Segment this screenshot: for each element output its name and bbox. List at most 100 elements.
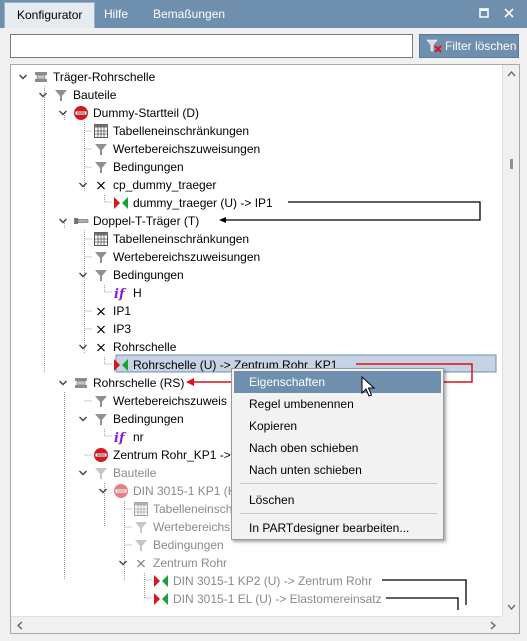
tree-row-label: Bedingungen — [113, 268, 184, 282]
tree-row-label: DIN 3015-1 EL (U) -> Elastomereinsatz — [173, 592, 382, 606]
scrollbar-arrows — [507, 71, 516, 610]
tree-spacer — [77, 230, 89, 248]
tree-row-label: Wertebereichszuweis — [113, 394, 227, 408]
tree-row-label: DIN 3015-1 KP1 (K — [133, 484, 236, 498]
beam-icon — [73, 213, 89, 229]
tree-lines — [44, 86, 497, 610]
tree-spacer — [77, 320, 89, 338]
chevron-down-icon[interactable] — [77, 338, 89, 356]
chevron-down-icon[interactable] — [57, 212, 69, 230]
funnel-icon — [93, 465, 109, 481]
chevron-down-icon[interactable] — [57, 104, 69, 122]
assembly-icon — [33, 69, 49, 85]
tree-row-label: Bedingungen — [113, 160, 184, 174]
tree-spacer — [77, 140, 89, 158]
restore-icon[interactable] — [477, 6, 491, 20]
table-icon — [93, 123, 109, 139]
chevron-down-icon[interactable] — [57, 374, 69, 392]
tree-spacer — [117, 518, 129, 536]
menu-item-nach-unten[interactable]: Nach unten schieben — [249, 463, 362, 477]
connection-icon — [153, 573, 169, 589]
tab-hilfe[interactable]: Hilfe — [104, 7, 129, 21]
search-input[interactable] — [10, 34, 413, 58]
tree-row-label: Bauteile — [113, 466, 157, 480]
cross-icon — [93, 321, 109, 337]
tab-bemassungen[interactable]: Bemaßungen — [153, 7, 226, 21]
if-icon: if — [113, 429, 129, 445]
tree-spacer — [117, 536, 129, 554]
tree-row-label: cp_dummy_traeger — [113, 178, 217, 192]
menu-item-partdesigner[interactable]: In PARTdesigner bearbeiten... — [249, 521, 410, 535]
chevron-down-icon[interactable] — [77, 266, 89, 284]
tree-row-label: Bedingungen — [113, 412, 184, 426]
mouse-cursor-icon — [361, 376, 376, 397]
part-red-icon — [113, 483, 129, 499]
horizontal-scrollbar[interactable] — [11, 616, 502, 633]
chevron-down-icon[interactable] — [97, 482, 109, 500]
tree-row-label: H — [133, 286, 142, 300]
chevron-down-icon[interactable] — [17, 68, 29, 86]
tree-spacer — [77, 392, 89, 410]
tree-spacer — [137, 572, 149, 590]
funnel-icon — [133, 537, 149, 553]
tree-row-label: nr — [133, 430, 144, 444]
tree-row-label: Träger-Rohrschelle — [53, 70, 156, 84]
chevron-down-icon[interactable] — [77, 410, 89, 428]
funnel-icon — [93, 267, 109, 283]
tree-row-label: Zentrum Rohr — [153, 556, 228, 570]
filter-clear-button[interactable]: Filter löschen — [419, 34, 519, 58]
tree-row-label: Wertebereichszuweisungen — [113, 142, 261, 156]
funnel-icon — [93, 141, 109, 157]
menu-item-regel-umbenennen[interactable]: Regel umbenennen — [249, 397, 354, 411]
tree-row-label: IP3 — [113, 322, 132, 336]
if-icon: if — [113, 285, 129, 301]
chevron-down-icon[interactable] — [77, 464, 89, 482]
tree-spacer — [97, 284, 109, 302]
tree-row-label: dummy_traeger (U) -> IP1 — [133, 196, 273, 210]
tree-spacer — [77, 122, 89, 140]
cross-icon — [93, 339, 109, 355]
part-red-icon — [93, 447, 109, 463]
connection-icon — [113, 195, 129, 211]
menu-item-kopieren[interactable]: Kopieren — [249, 419, 298, 433]
tree-spacer — [77, 302, 89, 320]
funnel-icon — [93, 249, 109, 265]
tree-spacer — [77, 248, 89, 266]
tree-row-label: DIN 3015-1 KP2 (U) -> Zentrum Rohr — [173, 574, 373, 588]
close-icon[interactable] — [502, 6, 516, 20]
menu-item-nach-oben[interactable]: Nach oben schieben — [249, 441, 359, 455]
tree-row-label: Dummy-Startteil (D) — [93, 106, 200, 120]
menu-separator — [240, 483, 437, 484]
tree-row-label: Bedingungen — [153, 538, 224, 552]
menu-separator — [240, 513, 437, 514]
menu-item-loeschen[interactable]: Löschen — [249, 493, 295, 507]
cross-icon — [93, 177, 109, 193]
context-menu: Eigenschaften Regel umbenennen Kopieren … — [231, 368, 444, 540]
tree-row-label: IP1 — [113, 304, 132, 318]
tree-row-label: Wertebereichszuweisungen — [113, 250, 261, 264]
title-bar: Konfigurator Hilfe Bemaßungen — [0, 0, 527, 28]
tree-row-label: Doppel-T-Träger (T) — [93, 214, 200, 228]
chevron-down-icon[interactable] — [37, 86, 49, 104]
menu-item-eigenschaften[interactable]: Eigenschaften — [234, 371, 441, 393]
svg-text:if: if — [114, 287, 127, 301]
chevron-down-icon[interactable] — [77, 176, 89, 194]
assembly-icon — [73, 375, 89, 391]
connection-icon — [153, 591, 169, 607]
funnel-icon — [93, 159, 109, 175]
tree-spacer — [97, 194, 109, 212]
table-icon — [93, 231, 109, 247]
tree-row-label: Zentrum Rohr_KP1 -> — [113, 448, 231, 462]
tab-konfigurator[interactable]: Konfigurator — [4, 2, 96, 28]
tree-spacer — [137, 590, 149, 608]
tree-row-label: Tabelleneinsch — [153, 502, 233, 516]
funnel-icon — [53, 87, 69, 103]
table-icon — [133, 501, 149, 517]
filter-clear-label: Filter löschen — [445, 39, 517, 53]
tree-row-label: Rohrschelle — [113, 340, 177, 354]
funnel-icon — [133, 519, 149, 535]
chevron-down-icon[interactable] — [117, 554, 129, 572]
cross-icon — [93, 303, 109, 319]
vertical-scrollbar[interactable] — [502, 65, 519, 616]
